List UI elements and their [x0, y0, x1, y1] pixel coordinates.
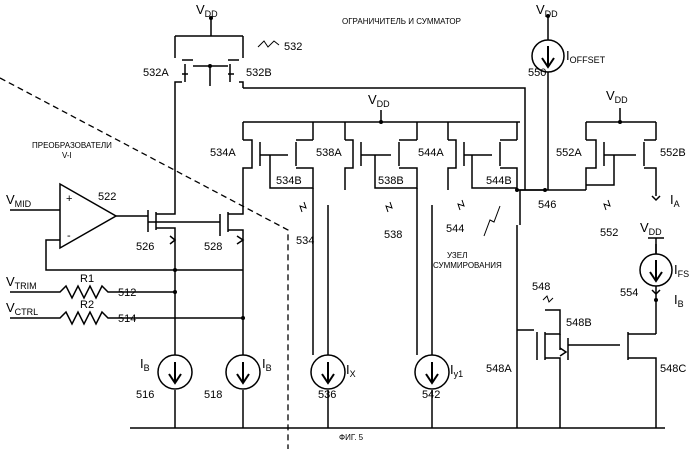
vdd-label-4: VDD: [606, 88, 628, 105]
ref-552: 552: [600, 227, 618, 239]
ref-548: 548: [532, 281, 550, 293]
converter-text-2: V-I: [62, 151, 72, 160]
ia-label: IA: [670, 192, 680, 209]
title-text: ОГРАНИЧИТЕЛЬ И СУММАТОР: [342, 17, 461, 26]
ref-528: 528: [204, 241, 222, 253]
ref-522: 522: [98, 191, 116, 203]
iy1-label: Iy1: [450, 362, 463, 379]
ifs-label: IFS: [674, 262, 689, 279]
ref-548b: 548B: [566, 317, 592, 329]
figure-caption: ФИГ. 5: [339, 433, 364, 442]
ib-out-label: IB: [674, 292, 684, 309]
ref-552b: 552B: [660, 147, 686, 159]
vi-converter: + -: [10, 180, 260, 428]
ref-538a: 538A: [316, 147, 342, 159]
vmid-label: VMID: [6, 192, 32, 209]
summing-node-text-1: УЗЕЛ: [447, 251, 467, 260]
ref-538: 538: [384, 229, 402, 241]
ref-548a: 548A: [486, 363, 512, 375]
opamp-plus: +: [66, 193, 72, 205]
vctrl-label: VCTRL: [6, 300, 38, 317]
ref-546: 546: [538, 199, 556, 211]
current-mirror-548: [517, 225, 672, 428]
ref-534b: 534B: [276, 175, 302, 187]
ref-532b: 532B: [246, 67, 272, 79]
r2-label: R2: [80, 299, 94, 311]
vdd-label-3: VDD: [536, 2, 558, 19]
ref-548c: 548C: [660, 363, 686, 375]
ref-512: 512: [118, 287, 136, 299]
r1-label: R1: [80, 273, 94, 285]
ref-544: 544: [446, 223, 464, 235]
ref-550: 550: [528, 67, 546, 79]
ib-label-1: IB: [140, 356, 150, 373]
ref-544b: 544B: [486, 175, 512, 187]
vdd-label-1: VDD: [196, 2, 218, 19]
ref-542: 542: [422, 389, 440, 401]
vdd-label-5: VDD: [640, 220, 662, 237]
ref-526: 526: [136, 241, 154, 253]
ref-532a: 532A: [143, 67, 169, 79]
ref-536: 536: [318, 389, 336, 401]
ix-label: IX: [346, 362, 356, 379]
vdd-label-2: VDD: [368, 92, 390, 109]
ref-534: 534: [296, 235, 314, 247]
ref-538b: 538B: [378, 175, 404, 187]
summing-node-text-2: СУММИРОВАНИЯ: [433, 261, 502, 270]
offset-source: [532, 14, 564, 190]
ref-544a: 544A: [418, 147, 444, 159]
ref-518: 518: [204, 389, 222, 401]
ref-534a: 534A: [210, 147, 236, 159]
ib-label-2: IB: [262, 356, 272, 373]
ioffset-label: IOFFSET: [566, 48, 606, 65]
ref-554: 554: [620, 287, 638, 299]
ref-532: 532: [284, 41, 302, 53]
opamp-minus: -: [67, 230, 71, 242]
converter-text-1: ПРЕОБРАЗОВАТЕЛИ: [32, 141, 112, 150]
ref-516: 516: [136, 389, 154, 401]
ref-552a: 552A: [556, 147, 582, 159]
vtrim-label: VTRIM: [6, 274, 37, 291]
ref-514: 514: [118, 313, 136, 325]
